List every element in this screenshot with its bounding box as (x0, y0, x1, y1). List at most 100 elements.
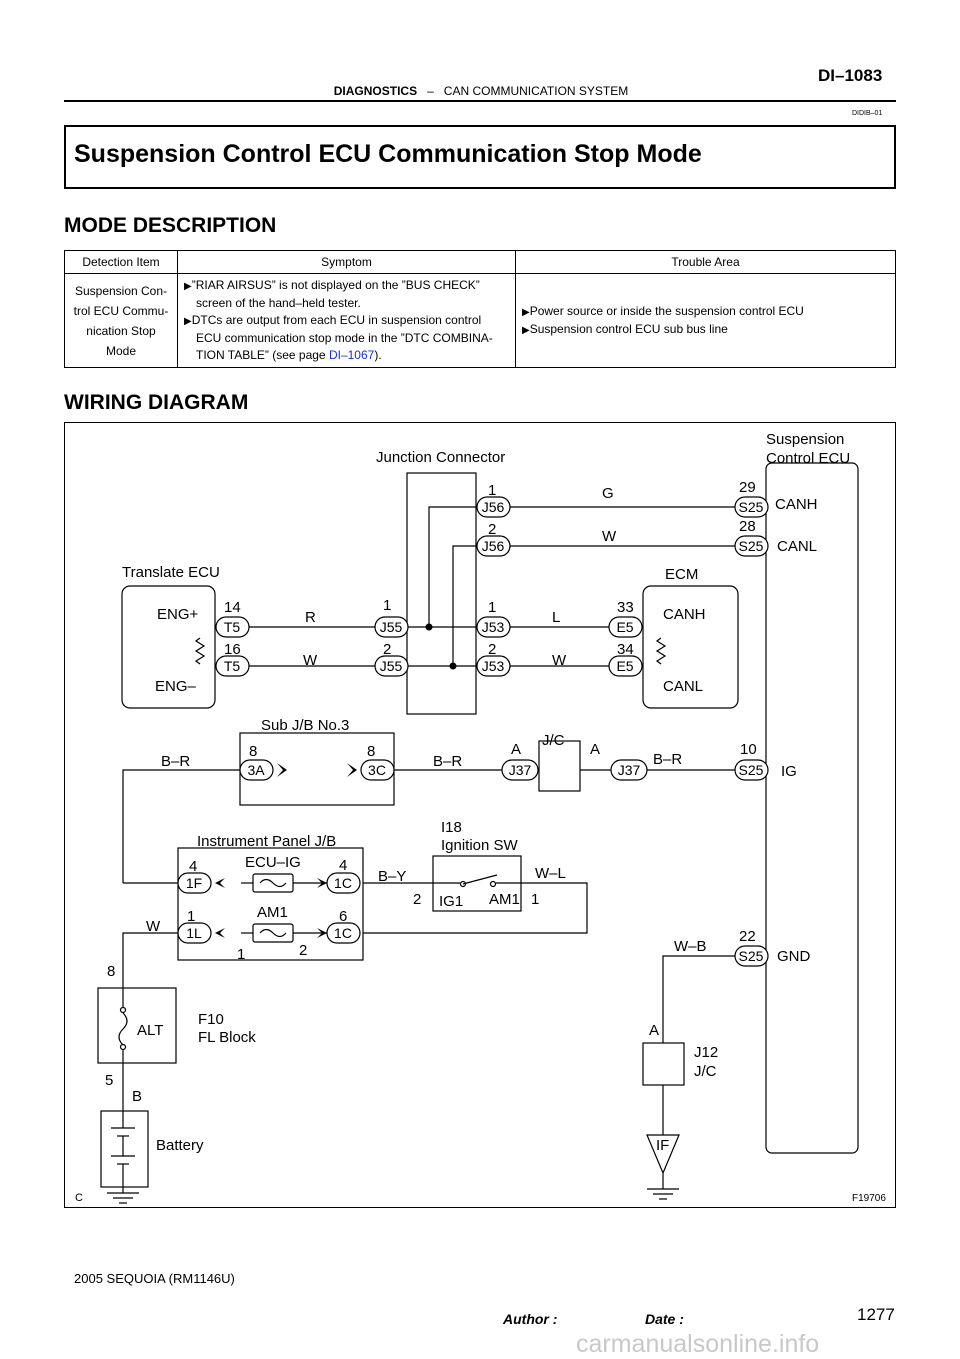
ecu-ig-label: IG (781, 763, 797, 780)
wire-w: W (552, 652, 567, 669)
detection-item-line: Suspension Con- (74, 283, 168, 298)
am1-sw-label: AM1 (489, 891, 520, 908)
wire-by: B–Y (378, 868, 406, 885)
col-trouble-area: Trouble Area (515, 250, 896, 274)
pin-number: 2 (413, 891, 421, 908)
pin-number: 2 (488, 521, 496, 538)
j12-jc-label: J/C (694, 1063, 717, 1080)
suspension-ecu-box (765, 462, 859, 1154)
symptom-bullet-1: ”RIAR AIRSUS” is not displayed on the ”B… (184, 277, 509, 312)
battery-box (100, 1110, 149, 1188)
header-rule (64, 100, 896, 102)
pin-number: 2 (299, 942, 307, 959)
figure-id: F19706 (852, 1193, 886, 1204)
ig1-label: IG1 (439, 893, 463, 910)
i18-label: I18 (441, 819, 462, 836)
symptom-cell: ”RIAR AIRSUS” is not displayed on the ”B… (177, 273, 516, 368)
footer-date: Date : (645, 1311, 684, 1327)
pin-number: 6 (339, 908, 347, 925)
jc-box (538, 740, 581, 792)
wire-wb: W–B (674, 938, 707, 955)
eng-plus-label: ENG+ (157, 606, 199, 623)
connector-s25: S25 (739, 499, 764, 515)
pin-number: 4 (339, 857, 347, 874)
mode-description-heading: MODE DESCRIPTION (64, 214, 277, 237)
pin-number: 1 (187, 908, 195, 925)
connector-1l: 1L (186, 925, 202, 941)
ecm-canh-label: CANH (663, 606, 706, 623)
ecm-canl-label: CANL (663, 678, 703, 695)
translate-ecu-box (121, 585, 216, 709)
fl-block-label: FL Block (198, 1029, 256, 1046)
connector-3c: 3C (368, 762, 386, 778)
junction-connector-box (406, 472, 477, 715)
connector-j37: J37 (618, 762, 641, 778)
alt-label: ALT (137, 1022, 163, 1039)
footer-model: 2005 SEQUOIA (RM1146U) (74, 1271, 235, 1286)
pin-number: 28 (739, 518, 756, 535)
connector-j55: J55 (380, 619, 403, 635)
fl-block-box (97, 987, 177, 1064)
ecu-canh-label: CANH (775, 496, 818, 513)
am1-fuse-label: AM1 (257, 904, 288, 921)
j12-box (642, 1042, 685, 1086)
pin-number: 22 (739, 928, 756, 945)
wire-br: B–R (433, 753, 462, 770)
junction-connector-label: Junction Connector (376, 449, 505, 466)
wire-l: L (552, 609, 560, 626)
connector-s25: S25 (739, 948, 764, 964)
pin-number: 1 (488, 599, 496, 616)
running-header: DIAGNOSTICS – CAN COMMUNICATION SYSTEM (66, 84, 896, 98)
ecm-box (642, 585, 739, 709)
pin-number: 1 (531, 891, 539, 908)
col-symptom: Symptom (177, 250, 516, 274)
ecu-ig-fuse-label: ECU–IG (245, 854, 301, 871)
eng-minus-label: ENG– (155, 678, 197, 695)
sub-jb-label: Sub J/B No.3 (261, 717, 349, 734)
wire-g: G (602, 485, 614, 502)
title-box (64, 125, 896, 189)
connector-e5: E5 (616, 619, 633, 635)
pin-number: 16 (224, 641, 241, 658)
ecu-gnd-label: GND (777, 948, 811, 965)
connector-1c: 1C (334, 925, 352, 941)
pin-number: A (649, 1022, 659, 1039)
detection-item-line: nication Stop (86, 323, 156, 338)
pin-number: 8 (107, 963, 115, 980)
j12-label: J12 (694, 1044, 718, 1061)
pin-number: 1 (237, 946, 245, 963)
wire-br: B–R (653, 751, 682, 768)
pin-number: A (511, 741, 521, 758)
page-title: Suspension Control ECU Communication Sto… (74, 140, 702, 168)
doc-code: DIDIB–01 (852, 110, 883, 117)
header-section: DIAGNOSTICS (333, 84, 418, 98)
ip-jb-box (177, 847, 364, 961)
pin-number: 2 (383, 641, 391, 658)
suspension-ecu-label-1: Suspension (766, 431, 844, 448)
pin-number: 10 (740, 741, 757, 758)
connector-j53: J53 (482, 658, 505, 674)
page-number: DI–1083 (818, 66, 883, 85)
connector-e5: E5 (616, 658, 633, 674)
ecm-label: ECM (665, 566, 698, 583)
table-header-row: Detection Item Symptom Trouble Area (64, 250, 896, 274)
trouble-bullet-2: Suspension control ECU sub bus line (522, 321, 889, 339)
wiring-diagram-heading: WIRING DIAGRAM (64, 391, 249, 414)
wire-wl: W–L (535, 865, 566, 882)
wire-br: B–R (161, 753, 190, 770)
pin-number: A (590, 741, 600, 758)
pin-number: 29 (739, 479, 756, 496)
wire-b: B (132, 1088, 142, 1105)
connector-t5: T5 (224, 658, 241, 674)
header-subsection: CAN COMMUNICATION SYSTEM (443, 84, 629, 98)
pin-number: 8 (249, 743, 257, 760)
header-separator: – (427, 84, 434, 98)
f10-label: F10 (198, 1011, 224, 1028)
ignition-sw-label: Ignition SW (441, 837, 519, 854)
trouble-bullet-1: Power source or inside the suspension co… (522, 303, 889, 321)
connector-3a: 3A (247, 762, 265, 778)
page-link[interactable]: DI–1067 (328, 348, 375, 362)
wire-w: W (146, 918, 161, 935)
connector-1f: 1F (186, 875, 202, 891)
table-row: Suspension Con- trol ECU Commu- nication… (64, 273, 896, 368)
